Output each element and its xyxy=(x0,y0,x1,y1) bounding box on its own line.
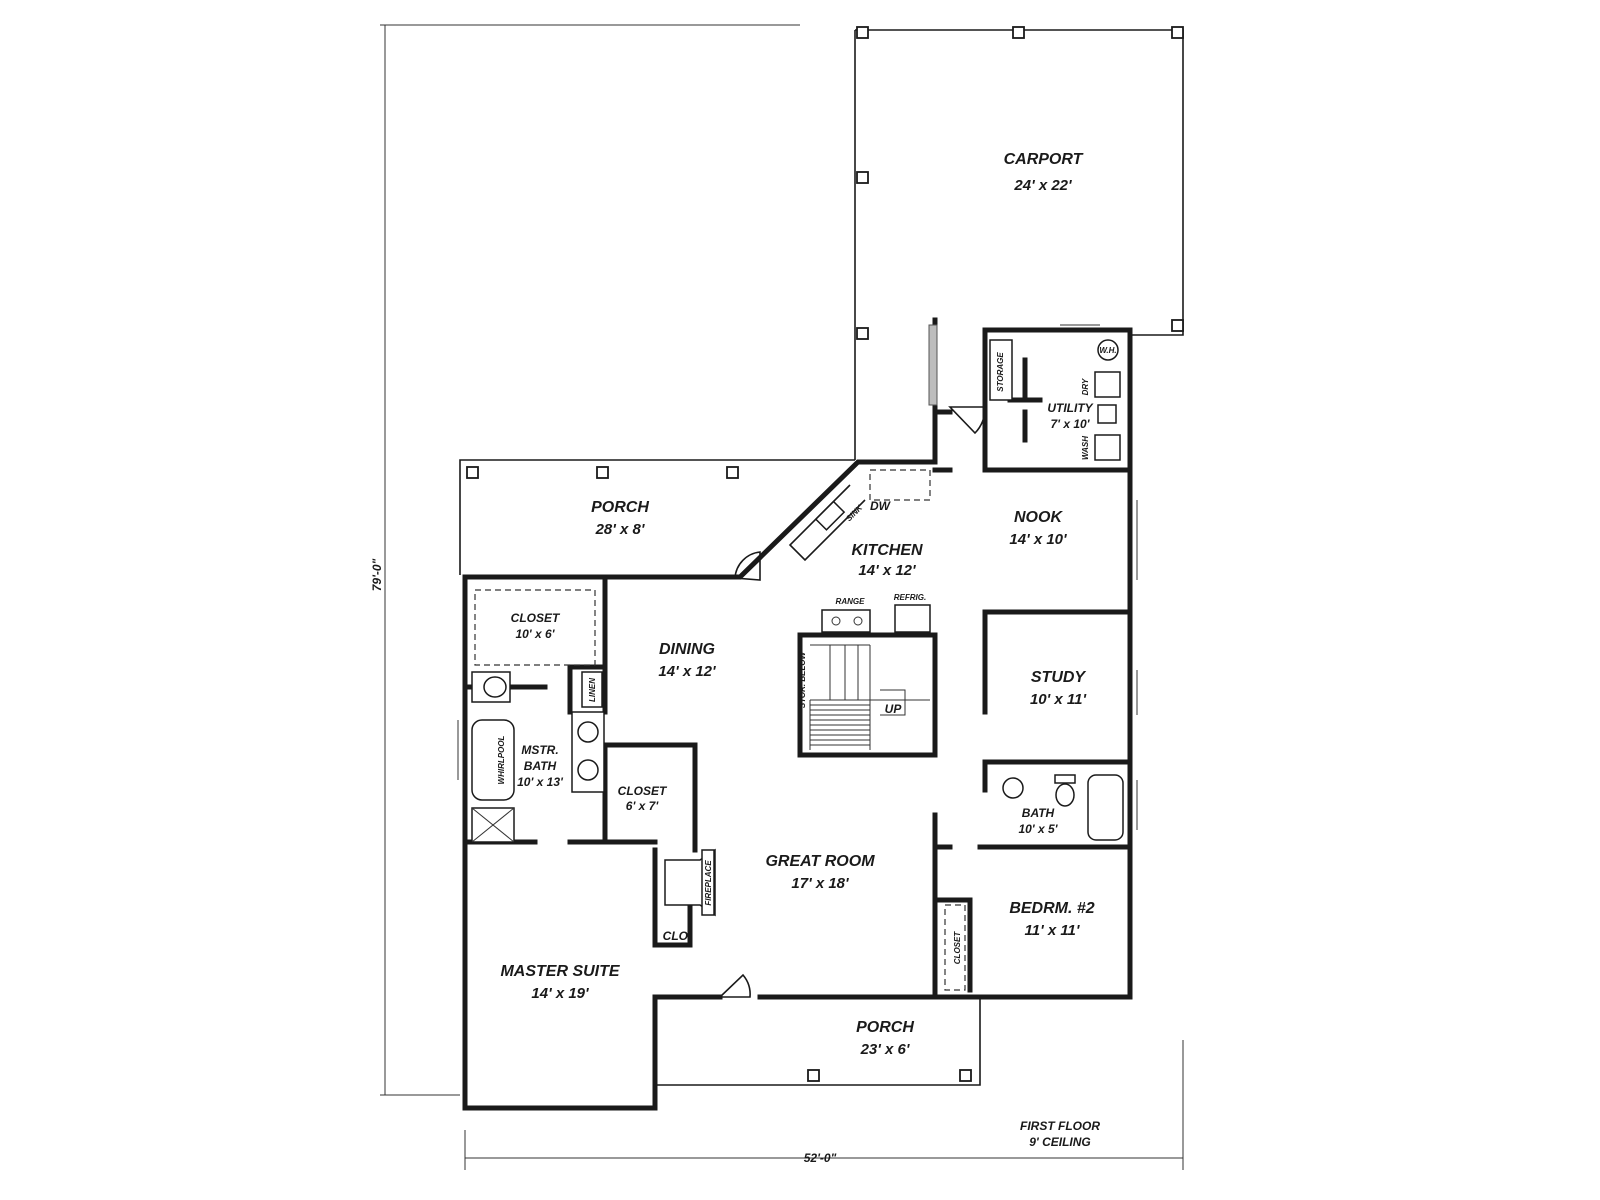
ceiling-note: 9' CEILING xyxy=(1029,1135,1091,1149)
study-name: STUDY xyxy=(1031,669,1087,686)
clo-label: CLO. xyxy=(663,929,692,943)
whirlpool-label: WHIRLPOOL xyxy=(497,735,506,784)
linen-label: LINEN xyxy=(588,678,597,702)
porch-front-size: 23' x 6' xyxy=(860,1041,910,1058)
water-heater-label: W.H. xyxy=(1099,346,1116,355)
bath-sink-icon xyxy=(1002,777,1024,799)
master-suite-name: MASTER SUITE xyxy=(500,963,620,980)
great-room-size: 17' x 18' xyxy=(791,875,849,892)
washer-label: WASH xyxy=(1081,436,1090,460)
bedroom2-size: 11' x 11' xyxy=(1025,922,1080,939)
door-swings xyxy=(718,406,986,998)
nook-name: NOOK xyxy=(1014,509,1063,526)
porch-post xyxy=(466,466,479,479)
storage-shelf xyxy=(989,339,1013,401)
carport-post xyxy=(856,26,869,39)
bath-toilet-icon xyxy=(1055,783,1075,807)
vanity-sink-icon xyxy=(577,759,599,781)
carport-post xyxy=(1171,319,1184,332)
master-bath-name-1: MSTR. xyxy=(521,743,558,757)
porch-post xyxy=(807,1069,820,1082)
storage-below-label: STOR. BELOW xyxy=(798,650,807,708)
closet-master-size: 10' x 6' xyxy=(515,627,555,641)
porch-post xyxy=(726,466,739,479)
carport-outline xyxy=(854,26,1184,460)
linen-shelf xyxy=(581,671,603,708)
study-size: 10' x 11' xyxy=(1030,691,1087,708)
washer-icon xyxy=(1094,434,1121,461)
carport-size: 24' x 22' xyxy=(1013,177,1072,194)
bedroom-closet: CLOSET xyxy=(944,904,966,991)
overall-depth-dimension-line xyxy=(380,24,800,1096)
range-label: RANGE xyxy=(836,597,866,606)
vanity-sink-icon xyxy=(577,721,599,743)
bedroom2-name: BEDRM. #2 xyxy=(1009,900,1094,917)
master-bath-fixtures: WHIRLPOOL LINEN xyxy=(471,671,605,843)
master-closet-shelving xyxy=(474,589,596,666)
masonry-wall xyxy=(928,324,938,406)
carport-post xyxy=(1171,26,1184,39)
dining-size: 14' x 12' xyxy=(658,663,716,680)
closet-vertical-label: CLOSET xyxy=(953,931,962,965)
sink-icon xyxy=(814,500,846,531)
dryer-label: DRY xyxy=(1081,378,1090,395)
bath-fixtures xyxy=(1002,774,1124,841)
porch-back-name: PORCH xyxy=(591,499,649,516)
stair-up-label: UP xyxy=(885,702,903,716)
fireplace-label: FIREPLACE xyxy=(704,860,713,906)
bathtub-icon xyxy=(1087,774,1124,841)
windows xyxy=(457,324,1138,830)
closet-master-name: CLOSET xyxy=(511,611,561,625)
overall-width-label: 52'-0" xyxy=(804,1151,837,1165)
bath-name: BATH xyxy=(1022,806,1055,820)
closet-small-size: 6' x 7' xyxy=(626,799,660,813)
dishwasher-label: DW xyxy=(870,499,892,513)
porch-front-name: PORCH xyxy=(856,1019,914,1036)
refrigerator-label: REFRIG. xyxy=(894,593,926,602)
front-porch-outline xyxy=(655,997,981,1086)
porch-post xyxy=(596,466,609,479)
carport-name: CARPORT xyxy=(1004,151,1084,168)
staircase: STOR. BELOW UP xyxy=(798,644,930,750)
utility-size: 7' x 10' xyxy=(1050,417,1090,431)
master-bath-size: 10' x 13' xyxy=(517,775,564,789)
dryer-icon xyxy=(1094,371,1121,398)
porch-back-size: 28' x 8' xyxy=(595,521,645,538)
water-heater-icon xyxy=(1097,339,1119,361)
back-porch-outline xyxy=(459,459,855,575)
utility-name: UTILITY xyxy=(1047,401,1093,415)
interior-walls xyxy=(464,357,1133,1000)
range-icon xyxy=(821,609,871,633)
carport-post xyxy=(1012,26,1025,39)
master-bath-name-2: BATH xyxy=(524,759,557,773)
overall-depth-label: 79'-0" xyxy=(370,558,384,591)
carport-post xyxy=(856,171,869,184)
sink-label: SINK xyxy=(844,502,865,523)
floor-note: FIRST FLOOR xyxy=(1020,1119,1100,1133)
kitchen-name: KITCHEN xyxy=(851,542,923,559)
utility-fixtures: STORAGE W.H. DRY WASH xyxy=(989,339,1121,461)
carport-post xyxy=(856,327,869,340)
nook-size: 14' x 10' xyxy=(1009,531,1067,548)
master-suite-size: 14' x 19' xyxy=(531,985,589,1002)
kitchen-size: 14' x 12' xyxy=(858,562,916,579)
storage-label: STORAGE xyxy=(996,352,1005,392)
fireplace-area: FIREPLACE CLO. xyxy=(663,848,716,943)
great-room-name: GREAT ROOM xyxy=(765,853,875,870)
closet-small-name: CLOSET xyxy=(618,784,668,798)
refrigerator-icon xyxy=(894,604,931,633)
porch-post xyxy=(959,1069,972,1082)
dining-name: DINING xyxy=(659,641,715,658)
whirlpool-tub xyxy=(471,719,515,801)
kitchen-fixtures: DW SINK RANGE REFRIG. xyxy=(788,469,931,633)
overall-width-dimension-line xyxy=(464,1040,1184,1170)
bath-size: 10' x 5' xyxy=(1018,822,1058,836)
